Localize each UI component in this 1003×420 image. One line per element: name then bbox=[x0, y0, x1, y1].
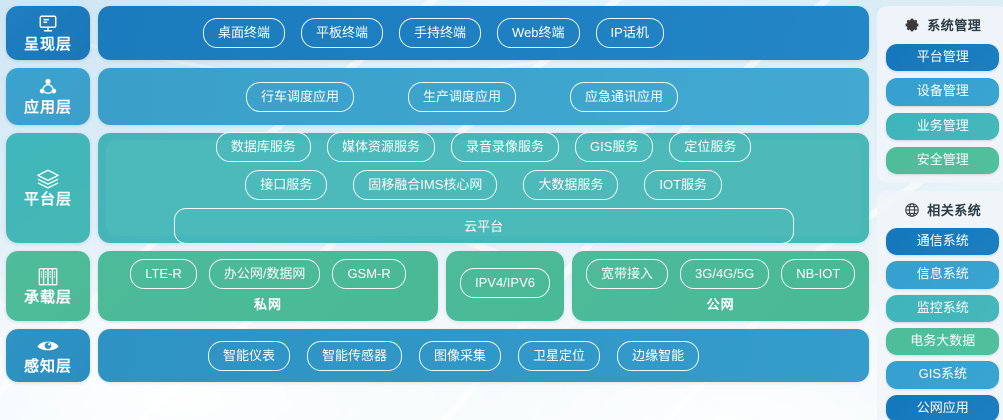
layers-icon bbox=[35, 168, 61, 190]
sidebar-panel-title: 相关系统 bbox=[927, 203, 982, 219]
layer-label-sensing: 感知层 bbox=[23, 358, 72, 376]
layer-badge-platform[interactable]: 平台层 bbox=[6, 133, 90, 243]
layer-stack: 呈现层 桌面终端 平板终端 手持终端 Web终端 IP话机 bbox=[6, 6, 870, 410]
platform-inner-panel: 数据库服务 媒体资源服务 录音录像服务 GIS服务 定位服务 接口服务 固移融合… bbox=[106, 132, 862, 244]
presentation-items: 桌面终端 平板终端 手持终端 Web终端 IP话机 bbox=[98, 6, 869, 60]
item-pill[interactable]: 边缘智能 bbox=[617, 340, 700, 371]
item-pill[interactable]: NB-IOT bbox=[781, 258, 856, 289]
layer-label-bearing: 承载层 bbox=[23, 288, 72, 306]
gear-icon bbox=[904, 17, 920, 33]
sidebar-button-platform-management[interactable]: 平台管理 bbox=[886, 44, 1000, 72]
sidebar-panel-header: 相关系统 bbox=[886, 198, 999, 222]
item-pill[interactable]: 图像采集 bbox=[419, 340, 502, 371]
item-pill[interactable]: 固移融合IMS核心网 bbox=[353, 170, 498, 200]
sidebar-button-security-management[interactable]: 安全管理 bbox=[886, 146, 1000, 175]
eye-icon bbox=[35, 335, 61, 357]
cloud-platform-bar[interactable]: 云平台 bbox=[173, 208, 794, 244]
layer-row-application: 应用层 行车调度应用 生产调度应用 应急通讯应用 bbox=[6, 68, 870, 125]
sidebar-button-device-management[interactable]: 设备管理 bbox=[886, 78, 1000, 106]
layer-badge-application[interactable]: 应用层 bbox=[6, 68, 90, 125]
item-pill[interactable]: 卫星定位 bbox=[518, 340, 601, 371]
layer-body-presentation: 桌面终端 平板终端 手持终端 Web终端 IP话机 bbox=[98, 6, 870, 60]
layer-row-sensing: 感知层 智能仪表 智能传感器 图像采集 卫星定位 边缘智能 bbox=[6, 329, 870, 382]
bearing-group-middle: IPV4/IPV6 bbox=[446, 251, 564, 321]
layer-badge-sensing[interactable]: 感知层 bbox=[6, 329, 90, 382]
sidebar-panel-title: 系统管理 bbox=[927, 18, 982, 33]
bearing-group-private: LTE-R 办公网/数据网 GSM-R 私网 bbox=[98, 251, 438, 321]
item-pill[interactable]: GIS服务 bbox=[574, 132, 654, 162]
platform-services-row-1: 数据库服务 媒体资源服务 录音录像服务 GIS服务 定位服务 bbox=[215, 132, 752, 162]
application-items: 行车调度应用 生产调度应用 应急通讯应用 bbox=[98, 68, 869, 125]
item-pill[interactable]: 办公网/数据网 bbox=[208, 258, 321, 289]
layer-label-presentation: 呈现层 bbox=[23, 35, 72, 53]
item-pill[interactable]: 平板终端 bbox=[301, 18, 384, 48]
item-pill[interactable]: GSM-R bbox=[332, 258, 406, 289]
right-sidebar: 系统管理 平台管理 设备管理 业务管理 安全管理 相关系统 bbox=[877, 6, 1003, 420]
item-pill[interactable]: IP话机 bbox=[595, 18, 664, 48]
item-pill[interactable]: 大数据服务 bbox=[523, 170, 619, 200]
bearing-public-items: 宽带接入 3G/4G/5G NB-IOT bbox=[585, 258, 856, 289]
sidebar-button-monitoring-system[interactable]: 监控系统 bbox=[886, 294, 1000, 323]
item-pill[interactable]: 桌面终端 bbox=[203, 18, 286, 48]
item-pill[interactable]: 行车调度应用 bbox=[246, 81, 355, 112]
item-pill[interactable]: 宽带接入 bbox=[585, 258, 668, 289]
monitor-icon bbox=[37, 13, 59, 35]
sidebar-button-communication-system[interactable]: 通信系统 bbox=[886, 228, 1000, 256]
layer-body-application: 行车调度应用 生产调度应用 应急通讯应用 bbox=[98, 68, 870, 125]
bearing-group-caption: 公网 bbox=[706, 296, 735, 312]
item-pill[interactable]: 3G/4G/5G bbox=[680, 258, 770, 289]
sidebar-button-gis-system[interactable]: GIS系统 bbox=[886, 361, 1000, 389]
sidebar-panel-related-systems: 相关系统 通信系统 信息系统 监控系统 电务大数据 GIS系统 公网应用 bbox=[877, 191, 1003, 420]
sidebar-panel-header: 系统管理 bbox=[886, 13, 999, 37]
sidebar-button-public-network-application[interactable]: 公网应用 bbox=[886, 394, 1000, 420]
layer-row-presentation: 呈现层 桌面终端 平板终端 手持终端 Web终端 IP话机 bbox=[6, 6, 870, 60]
nodes-icon bbox=[37, 76, 59, 98]
layer-row-platform: 平台层 数据库服务 媒体资源服务 录音录像服务 GIS服务 定位服务 接口服务 … bbox=[6, 132, 870, 244]
layer-badge-bearing[interactable]: 承载层 bbox=[6, 251, 90, 321]
layer-body-bearing: LTE-R 办公网/数据网 GSM-R 私网 IPV4/IPV6 宽带接入 3 bbox=[98, 251, 870, 321]
bearing-group-caption: 私网 bbox=[253, 296, 282, 312]
platform-services-row-2: 接口服务 固移融合IMS核心网 大数据服务 IOT服务 bbox=[245, 170, 723, 200]
item-pill[interactable]: IOT服务 bbox=[644, 170, 723, 200]
layer-row-bearing: 承载层 LTE-R 办公网/数据网 GSM-R 私网 IPV4/IPV6 bbox=[6, 251, 870, 321]
item-pill[interactable]: 手持终端 bbox=[399, 18, 482, 48]
item-pill[interactable]: 录音录像服务 bbox=[450, 132, 559, 162]
item-pill[interactable]: IPV4/IPV6 bbox=[460, 268, 550, 298]
bearing-middle-items: IPV4/IPV6 bbox=[460, 268, 550, 298]
item-pill[interactable]: 智能传感器 bbox=[307, 340, 403, 371]
sidebar-button-electrical-big-data[interactable]: 电务大数据 bbox=[886, 328, 1000, 356]
layer-label-platform: 平台层 bbox=[23, 190, 72, 208]
item-pill[interactable]: Web终端 bbox=[497, 18, 580, 48]
item-pill[interactable]: 生产调度应用 bbox=[408, 81, 517, 112]
bearing-group-public: 宽带接入 3G/4G/5G NB-IOT 公网 bbox=[571, 251, 870, 321]
layer-body-sensing: 智能仪表 智能传感器 图像采集 卫星定位 边缘智能 bbox=[98, 329, 870, 382]
sidebar-button-information-system[interactable]: 信息系统 bbox=[886, 261, 1000, 289]
item-pill[interactable]: 媒体资源服务 bbox=[326, 132, 435, 162]
item-pill[interactable]: 智能仪表 bbox=[208, 340, 291, 371]
item-pill[interactable]: 接口服务 bbox=[245, 170, 328, 200]
item-pill[interactable]: 数据库服务 bbox=[215, 132, 311, 162]
sidebar-button-business-management[interactable]: 业务管理 bbox=[886, 112, 1000, 140]
item-pill[interactable]: 定位服务 bbox=[669, 132, 752, 162]
layer-body-platform: 数据库服务 媒体资源服务 录音录像服务 GIS服务 定位服务 接口服务 固移融合… bbox=[98, 132, 870, 244]
globe-icon bbox=[904, 202, 920, 218]
item-pill[interactable]: 应急通讯应用 bbox=[570, 81, 679, 112]
bearing-private-items: LTE-R 办公网/数据网 GSM-R bbox=[130, 258, 406, 289]
item-pill[interactable]: LTE-R bbox=[130, 258, 197, 289]
sensing-items: 智能仪表 智能传感器 图像采集 卫星定位 边缘智能 bbox=[98, 329, 869, 382]
layer-badge-presentation[interactable]: 呈现层 bbox=[6, 6, 90, 60]
sidebar-panel-system-management: 系统管理 平台管理 设备管理 业务管理 安全管理 bbox=[877, 6, 1003, 184]
layer-label-application: 应用层 bbox=[23, 99, 72, 117]
server-icon bbox=[36, 266, 60, 288]
